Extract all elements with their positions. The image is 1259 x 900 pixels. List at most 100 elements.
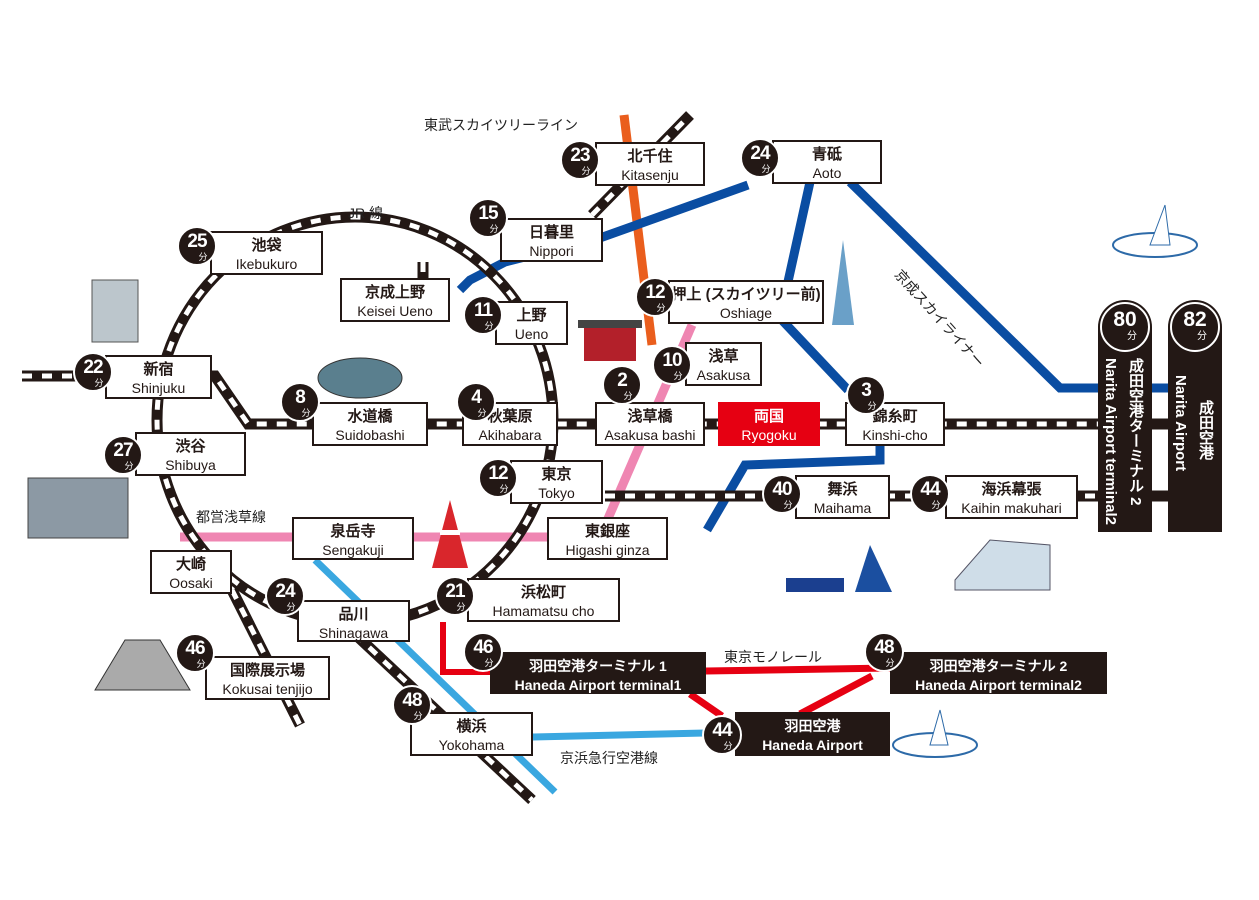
minutes-unit: 分 [94, 378, 104, 388]
station-asakusa: 浅草 Asakusa [685, 342, 762, 386]
airplane-icon [892, 709, 978, 758]
station-name-ja: 浅草橋 [627, 408, 673, 425]
travel-minutes: 24 [275, 581, 295, 602]
station-name-en: Suidobashi [335, 427, 405, 443]
travel-minutes: 48 [874, 637, 894, 658]
travel-minutes: 22 [83, 357, 103, 378]
station-name-en: Ikebukuro [235, 256, 298, 272]
station-name-ja: 東京 [541, 466, 572, 483]
station-name-en: Keisei Ueno [357, 303, 433, 319]
travel-minutes: 11 [473, 300, 493, 321]
station-name-en: Narita Airport terminal2 [1102, 358, 1119, 525]
minutes-unit: 分 [484, 658, 494, 668]
station-name-ja: 成田空港 [1197, 400, 1214, 460]
keisei-line [456, 180, 750, 294]
monorail-line-t2-haneda [798, 672, 874, 718]
station-name-ja: 水道橋 [347, 408, 393, 425]
station-name-ja: 京成上野 [364, 284, 425, 301]
shibuya-illustration [27, 477, 129, 539]
minutes-unit: 分 [723, 741, 733, 751]
station-name-en: Haneda Airport [762, 737, 863, 753]
tobu-line-label: 東武スカイツリーライン [424, 117, 578, 133]
station-name-ja: 新宿 [143, 361, 174, 378]
minutes-unit: 分 [581, 166, 591, 176]
station-name-en: Kaihin makuhari [961, 500, 1062, 516]
station-name-en: Nippori [529, 243, 574, 259]
tokyo-dome-illustration [317, 357, 403, 399]
station-oshiage: 押上 (スカイツリー前)Oshiage [668, 280, 824, 324]
minutes-unit: 分 [931, 500, 941, 510]
station-name-en: Higashi ginza [565, 542, 650, 558]
travel-minutes: 48 [402, 690, 422, 711]
travel-minutes: 15 [478, 203, 498, 224]
station-name-en: Maihama [813, 500, 872, 516]
station-name-ja: 国際展示場 [229, 662, 305, 679]
station-name-en: Haneda Airport terminal1 [514, 677, 682, 693]
station-name-en: Ueno [514, 326, 549, 342]
keikyu-line-label: 京浜急行空港線 [560, 750, 658, 766]
travel-minutes: 27 [113, 440, 133, 461]
minutes-unit: 分 [196, 659, 206, 669]
travel-minutes: 12 [645, 282, 665, 303]
station-name-ja: 羽田空港 [784, 718, 841, 734]
station-name-ja: 成田空港ターミナル 2 [1127, 358, 1144, 506]
station-name-ja: 羽田空港ターミナル 1 [529, 658, 667, 674]
tokyo-tower-illustration [432, 500, 468, 568]
makuhari-messe-illustration [954, 539, 1051, 591]
minutes-unit: 分 [484, 321, 494, 331]
disney-resort-logo [786, 545, 892, 592]
station-name-ja: 秋葉原 [487, 408, 533, 425]
monorail-line-t1-t2 [705, 664, 891, 675]
minutes-unit: 分 [198, 252, 208, 262]
station-name-en: Kokusai tenjijo [222, 681, 313, 697]
station-name-ja: 羽田空港ターミナル 2 [929, 658, 1068, 674]
minutes-unit: 分 [867, 401, 877, 411]
minutes-unit: 分 [783, 500, 793, 510]
monorail-line [440, 622, 490, 675]
station-name-ja: 東銀座 [584, 523, 630, 540]
monorail-line-label: 東京モノレール [724, 649, 822, 665]
minutes-unit: 分 [477, 408, 487, 418]
travel-minutes: 44 [920, 479, 940, 500]
minutes-unit: 分 [673, 371, 683, 381]
travel-minutes: 40 [772, 479, 792, 500]
station-name-ja: 浅草 [708, 348, 739, 365]
keikyu-airport-line [532, 729, 706, 741]
minutes-unit: 分 [499, 484, 509, 494]
station-name-en: Asakusa [696, 367, 751, 383]
minutes-unit: 分 [124, 461, 134, 471]
travel-minutes: 46 [185, 638, 205, 659]
station-name-ja: 渋谷 [175, 438, 206, 455]
monorail-line-t1-haneda [688, 691, 724, 719]
big-sight-illustration [94, 639, 191, 691]
station-name-ja: 浜松町 [520, 584, 566, 601]
station-name-ja: 品川 [338, 606, 369, 623]
station-name-en: Yokohama [438, 737, 505, 753]
station-name-ja: 青砥 [811, 146, 842, 163]
